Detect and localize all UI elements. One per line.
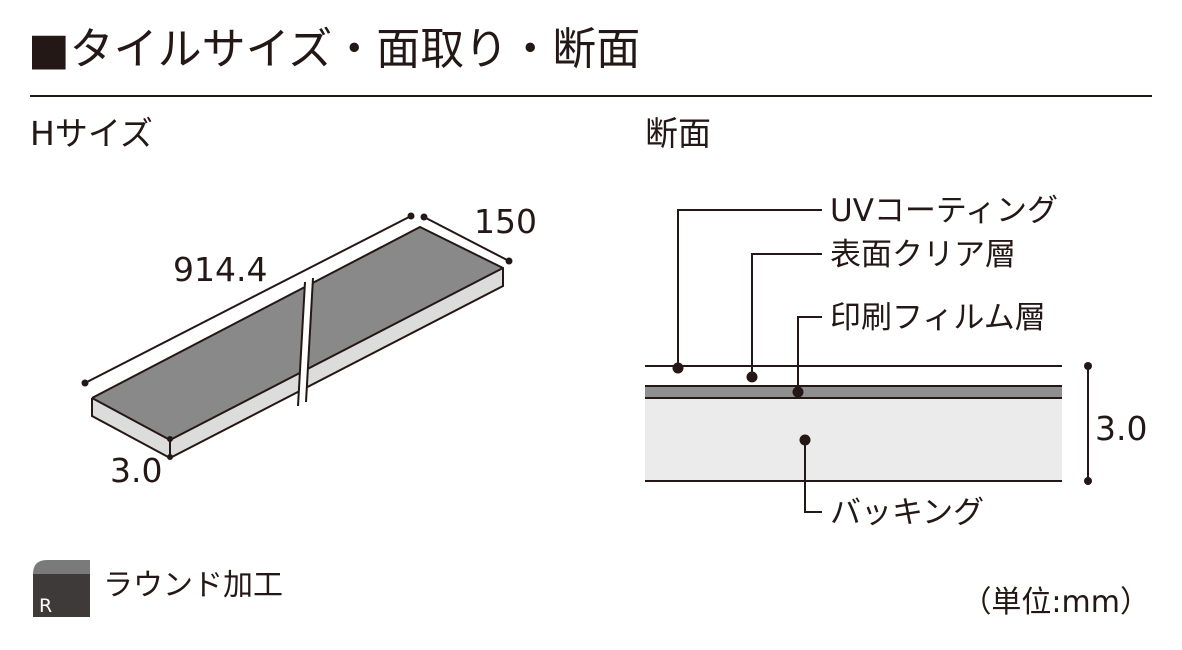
width-dim-end-top <box>420 213 428 221</box>
leader-uv-coating <box>677 209 822 368</box>
round-edge-label: ラウンド加工 <box>103 568 283 603</box>
width-dim-end-bottom <box>505 257 513 265</box>
length-dim-end-right <box>407 212 415 220</box>
length-dim-line <box>84 215 412 384</box>
section-thickness-end-bottom <box>1084 477 1092 485</box>
tile-edge-right <box>169 267 504 441</box>
length-dim-end-left <box>81 379 89 387</box>
break-symbol <box>298 278 313 406</box>
width-label: 150 <box>474 202 537 241</box>
label-clear-layer: 表面クリア層 <box>830 237 1016 273</box>
section-thickness-end-top <box>1084 362 1092 370</box>
unit-note: （単位:mm） <box>961 585 1150 620</box>
round-edge-letter: R <box>39 595 52 617</box>
tile-front-face <box>92 398 170 458</box>
dot-clear-layer <box>746 371 758 383</box>
cross-section-heading: 断面 <box>645 114 711 153</box>
section-thickness-dimension: 3.0 <box>1084 362 1147 485</box>
tile-isometric <box>91 225 504 460</box>
tile-thickness-label: 3.0 <box>110 451 162 490</box>
round-edge-body <box>33 574 90 617</box>
backing-layer <box>645 398 1062 481</box>
length-label: 914.4 <box>173 250 267 289</box>
page-title: ■タイルサイズ・面取り・断面 <box>28 24 641 75</box>
dot-film-layer <box>792 386 804 398</box>
label-backing: バッキング <box>830 495 984 531</box>
label-uv-coating: UVコーティング <box>830 193 1058 229</box>
tile-right-face <box>170 268 503 458</box>
break-line-1 <box>297 281 306 407</box>
label-film-layer: 印刷フィルム層 <box>830 300 1046 336</box>
tile-top-face <box>92 227 503 440</box>
dot-uv-coating <box>672 362 684 374</box>
tile-thickness-dimension: 3.0 <box>110 436 173 490</box>
leader-backing <box>804 440 822 513</box>
dot-backing <box>799 434 811 446</box>
tile-outline <box>91 225 504 460</box>
section-thickness-label: 3.0 <box>1095 409 1147 448</box>
layer-leaders <box>677 209 822 513</box>
tile-thickness-end-top <box>167 436 173 442</box>
title-divider <box>30 95 1152 97</box>
tile-edge-front <box>91 397 171 441</box>
leader-film-layer <box>797 316 822 392</box>
width-dimension: 150 <box>420 202 537 265</box>
round-edge-cap <box>33 560 90 574</box>
width-dim-line <box>423 216 510 262</box>
length-dimension: 914.4 <box>81 212 415 387</box>
leader-clear-layer <box>751 253 822 377</box>
tile-size-heading: Hサイズ <box>30 114 153 153</box>
round-edge-icon: R <box>33 560 90 617</box>
cross-section <box>645 365 1062 482</box>
break-line-2 <box>305 277 314 403</box>
leader-dots <box>672 362 811 446</box>
film-layer-band <box>645 386 1062 398</box>
tile-thickness-end-bottom <box>167 454 173 460</box>
